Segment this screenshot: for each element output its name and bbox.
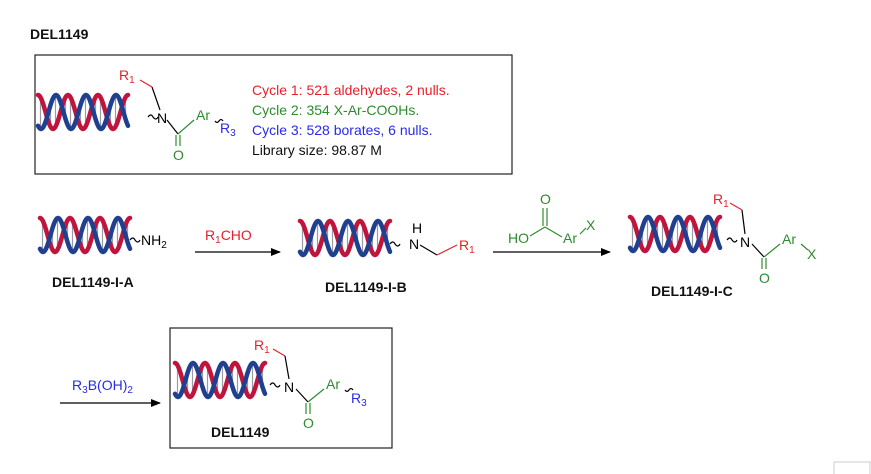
bond-co-ar-final	[307, 388, 325, 403]
atom-ar-c: Ar	[782, 231, 796, 247]
bond-n-co	[166, 119, 179, 135]
reagent-r1cho: R1CHO	[205, 227, 252, 246]
wavy-bond-a	[129, 237, 141, 243]
reagent-acid: HO O Ar X	[508, 191, 596, 246]
summary-box	[34, 54, 513, 175]
atom-x-acid: X	[586, 217, 596, 233]
bond-ar-x-c	[800, 243, 809, 251]
wavy-bond-b	[389, 241, 401, 247]
bond-co-ar	[177, 119, 195, 135]
dna-helix-a	[37, 215, 133, 255]
helix-strand-blue	[35, 92, 131, 132]
atom-ho: HO	[508, 230, 529, 246]
cycle-2-text: Cycle 2: 354 X-Ar-COOHs.	[252, 102, 419, 118]
atom-r1-c: R1	[713, 191, 729, 210]
bond-ar-x	[579, 227, 587, 235]
library-size-text: Library size: 98.87 M	[252, 142, 382, 158]
dna-helix-final	[172, 360, 268, 400]
atom-h-b: H	[412, 220, 422, 236]
atom-o-c: O	[759, 270, 770, 286]
atom-r1-final: R1	[254, 337, 270, 356]
dna-helix-c	[627, 214, 723, 254]
bond-co-ar-c	[763, 243, 781, 258]
atom-r3: R3	[220, 120, 236, 139]
final-compound-label: DEL1149	[211, 424, 270, 440]
atom-o-final: O	[303, 415, 314, 431]
wavy-bond-ar-final	[344, 387, 354, 393]
compound-a-label: DEL1149-I-A	[52, 274, 134, 290]
atom-r1: R1	[119, 67, 135, 86]
wavy-bond-ar	[214, 118, 224, 124]
summary-structure: N R1 O Ar R3	[119, 67, 236, 163]
compound-b-label: DEL1149-I-B	[325, 279, 407, 295]
reagent-r3boh2: R3B(OH)2	[72, 377, 133, 396]
helix-strand-red	[297, 218, 393, 258]
bond-n-ch2-final	[284, 355, 290, 380]
atom-o: O	[173, 147, 184, 163]
corner-frame	[833, 461, 871, 474]
atom-ar: Ar	[196, 107, 210, 123]
compound-c-label: DEL1149-I-C	[651, 283, 733, 299]
atom-n-c: N	[740, 234, 750, 250]
bond-n-co-c	[751, 243, 765, 258]
wavy-bond-final	[269, 382, 281, 388]
helix-strand-red	[627, 214, 723, 254]
bond-c-ar	[544, 226, 563, 238]
atom-o-acid: O	[540, 191, 551, 207]
helix-strand-red	[37, 215, 133, 255]
helix-strand-red	[35, 92, 131, 132]
cycle-1-text: Cycle 1: 521 aldehydes, 2 nulls.	[252, 82, 450, 98]
bond-n-ch2-b	[419, 244, 438, 256]
wavy-bond	[147, 114, 159, 120]
atom-r1-b: R1	[459, 237, 475, 256]
helix-strand-red	[172, 360, 268, 400]
scheme-title: DEL1149	[30, 26, 89, 42]
atom-r3-final: R3	[351, 390, 367, 409]
bond-ch2-r1-b	[436, 244, 458, 256]
atom-nh2: NH2	[141, 232, 167, 251]
helix-strand-blue	[172, 360, 268, 400]
atom-ar-final: Ar	[326, 376, 340, 392]
bond-n-ch2-c	[741, 209, 746, 235]
bond-n-co-final	[295, 388, 309, 403]
bond-ho-c	[529, 226, 546, 237]
helix-strand-blue	[297, 218, 393, 258]
helix-strand-blue	[37, 215, 133, 255]
atom-n: N	[157, 110, 167, 126]
bond-ch2-r1-c	[729, 202, 743, 211]
bond-ch2-r1	[139, 79, 153, 88]
dna-helix-summary	[35, 92, 131, 132]
atom-x-c: X	[807, 246, 817, 262]
wavy-bond-c	[726, 237, 738, 243]
atom-n-b: N	[409, 236, 419, 252]
atom-n-final: N	[284, 379, 294, 395]
bond-n-ch2	[151, 86, 161, 111]
cycle-3-text: Cycle 3: 528 borates, 6 nulls.	[252, 122, 433, 138]
final-product-box	[169, 327, 393, 449]
dna-helix-b	[297, 218, 393, 258]
atom-ar-acid: Ar	[563, 230, 577, 246]
helix-strand-blue	[627, 214, 723, 254]
bond-ch2-r1-final	[272, 348, 286, 357]
